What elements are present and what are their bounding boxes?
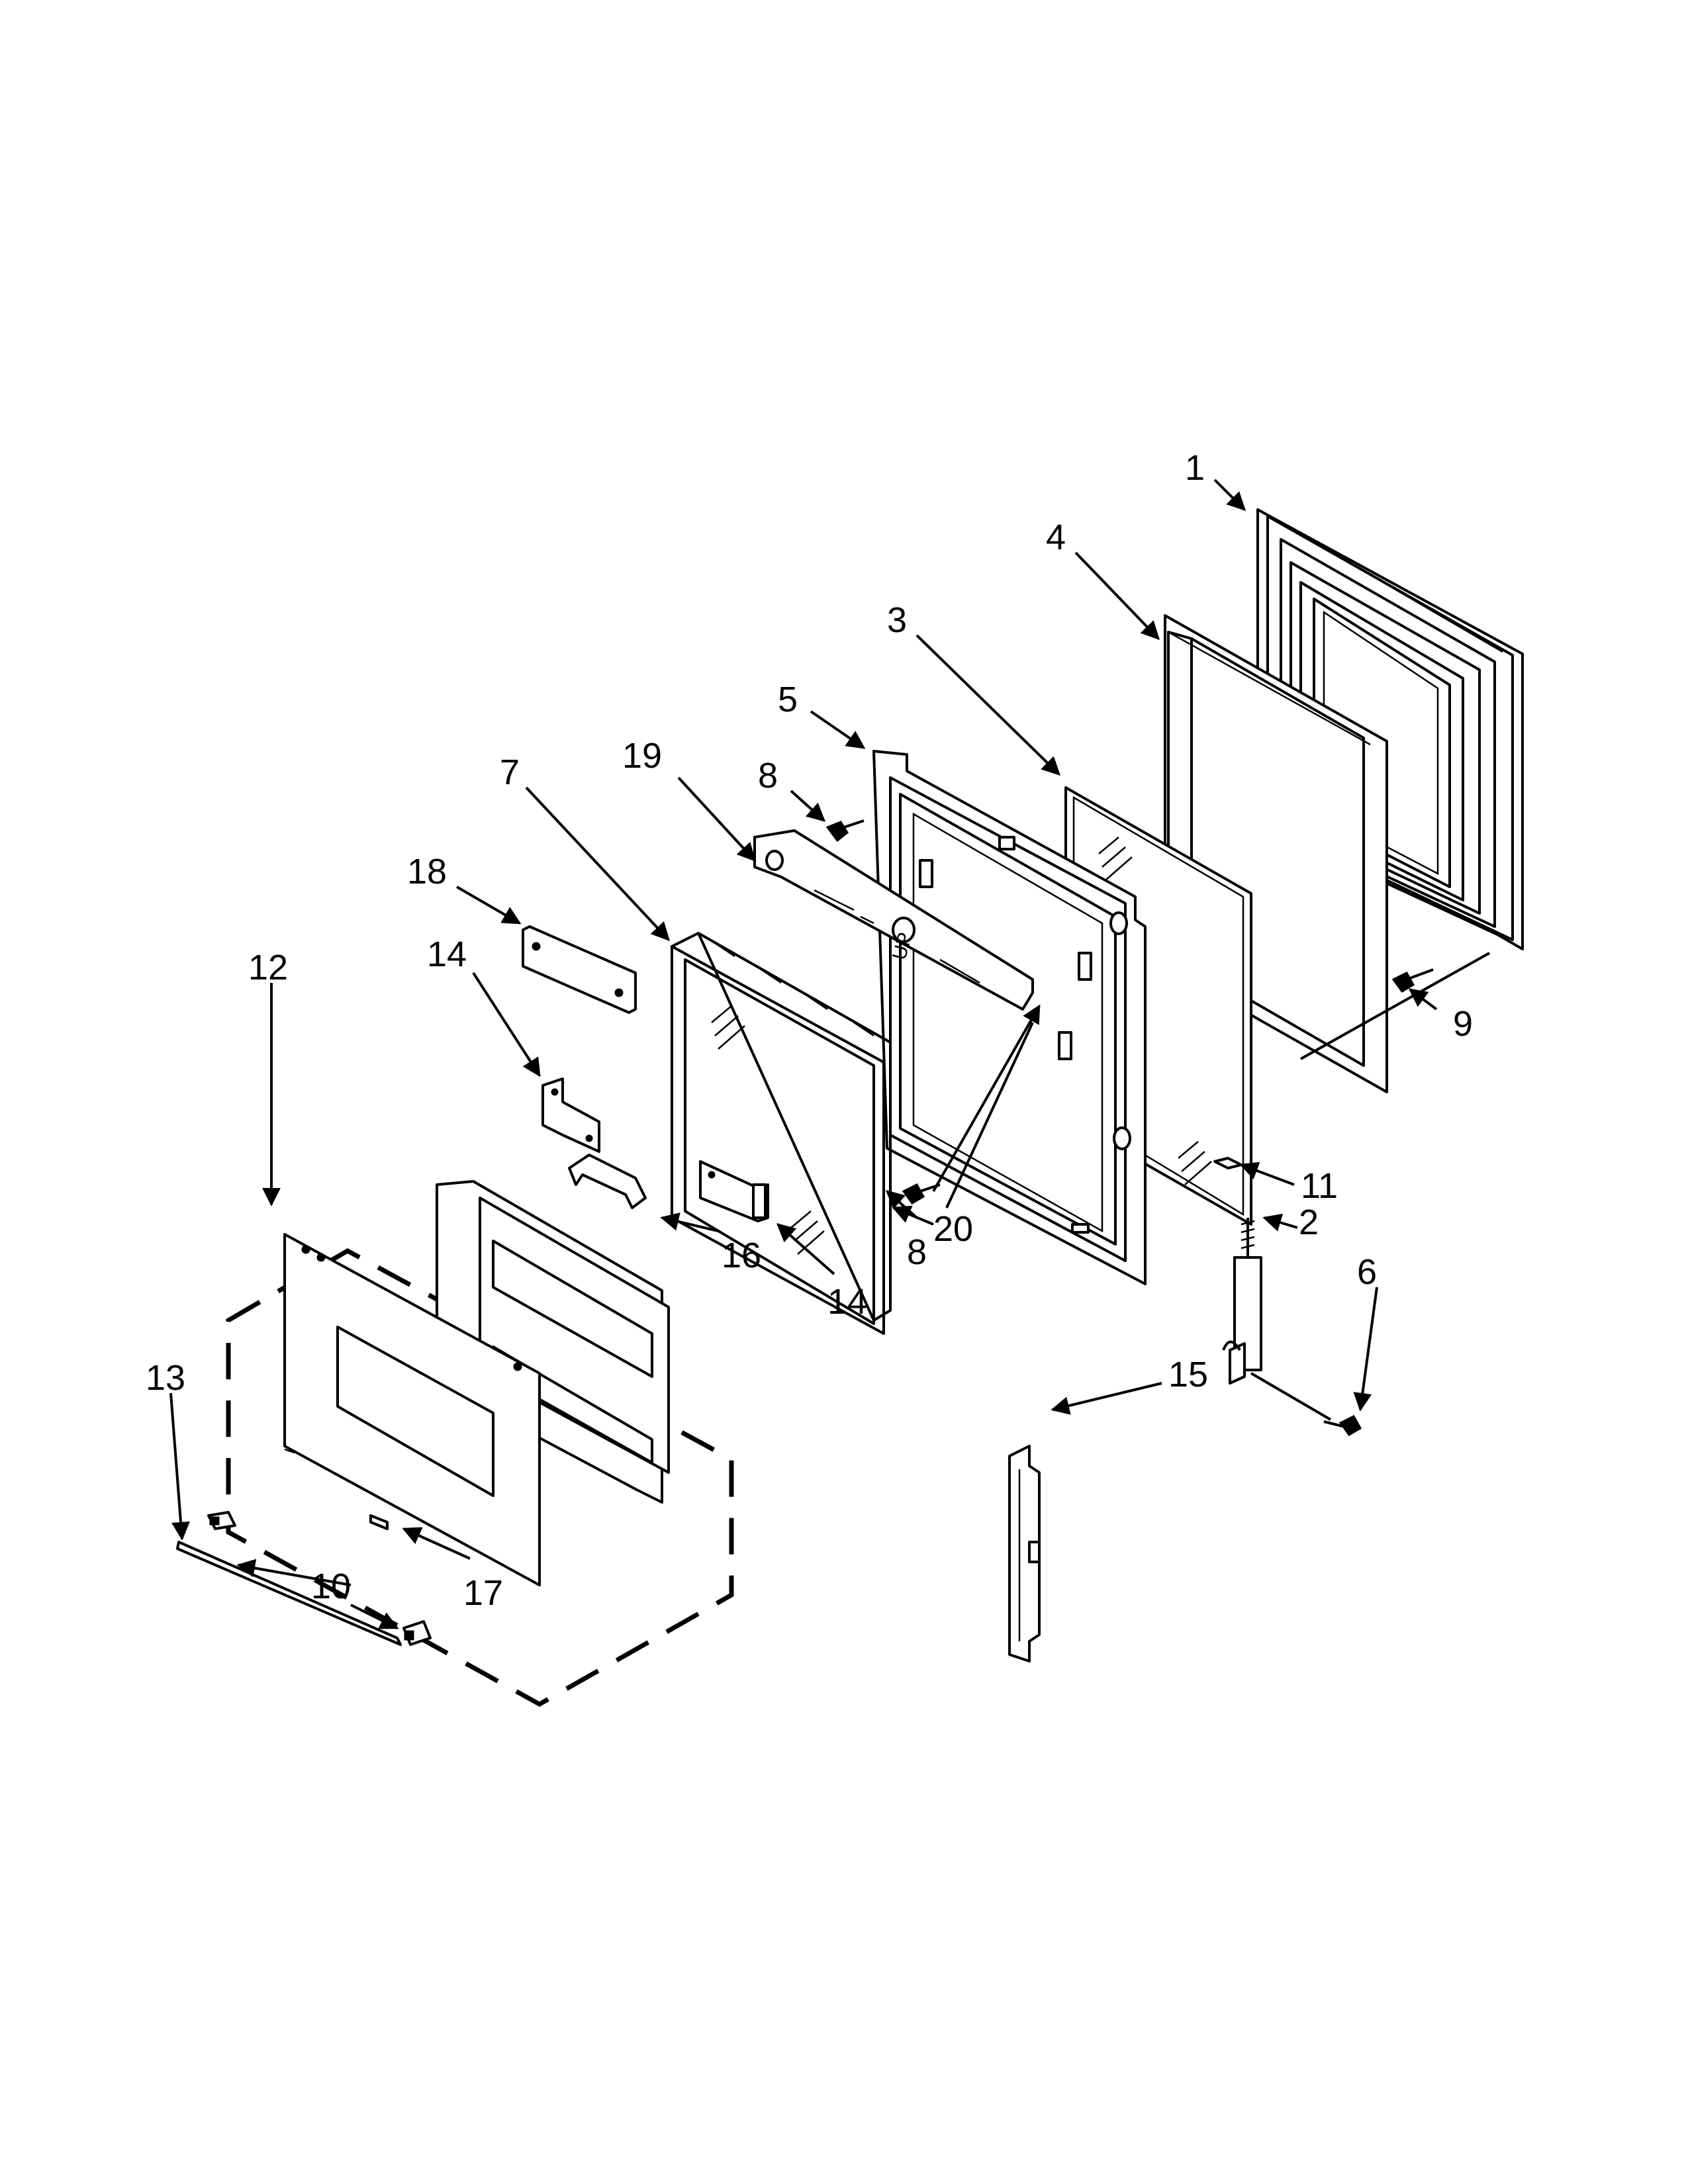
callout-2: 2 bbox=[1299, 1203, 1319, 1242]
door-rail bbox=[1008, 1445, 1041, 1662]
hinge-receiver-upper bbox=[541, 1077, 600, 1153]
hinge bbox=[1222, 1218, 1262, 1385]
screw-upper bbox=[825, 819, 865, 842]
callout-1: 1 bbox=[1185, 448, 1205, 488]
callout-6: 6 bbox=[1357, 1252, 1377, 1292]
callout-8-lower: 8 bbox=[907, 1232, 927, 1272]
callout-5: 5 bbox=[778, 680, 798, 719]
door-inner-panel bbox=[872, 750, 1147, 1285]
callout-12: 12 bbox=[248, 948, 288, 987]
door-handle bbox=[176, 1541, 402, 1646]
callout-14-lower: 14 bbox=[827, 1282, 867, 1322]
callout-16: 16 bbox=[722, 1236, 761, 1275]
callout-10: 10 bbox=[311, 1567, 351, 1606]
outer-door-panel bbox=[283, 1233, 541, 1586]
handle-cap-right bbox=[402, 1620, 432, 1646]
screw-6 bbox=[1323, 1415, 1362, 1436]
callout-3: 3 bbox=[887, 600, 907, 640]
callout-17: 17 bbox=[463, 1573, 503, 1613]
callout-8-upper: 8 bbox=[758, 756, 778, 796]
bracket-18 bbox=[522, 925, 637, 1014]
callout-19: 19 bbox=[622, 736, 662, 776]
callout-7: 7 bbox=[500, 752, 520, 792]
callout-4: 4 bbox=[1046, 518, 1066, 557]
hinge-receiver-lower bbox=[699, 1160, 769, 1222]
screw-9 bbox=[1391, 968, 1434, 993]
callout-18: 18 bbox=[407, 852, 447, 891]
callout-14-upper: 14 bbox=[427, 934, 467, 974]
window-glass bbox=[671, 945, 885, 1335]
leader-lines bbox=[169, 478, 1490, 1629]
handle-bracket bbox=[568, 1154, 647, 1209]
callout-13: 13 bbox=[146, 1358, 185, 1398]
heat-shield: UP bbox=[753, 829, 1034, 1011]
callout-20: 20 bbox=[933, 1209, 973, 1249]
callout-labels: 1 2 3 4 5 6 7 8 8 9 10 11 12 13 14 14 15… bbox=[146, 448, 1473, 1613]
handle-cap-left bbox=[207, 1511, 236, 1530]
outer-door-assembly bbox=[226, 1248, 734, 1707]
callout-11: 11 bbox=[1301, 1166, 1338, 1206]
callout-15: 15 bbox=[1168, 1355, 1208, 1394]
glass-pack bbox=[671, 932, 892, 1322]
callout-9: 9 bbox=[1453, 1004, 1473, 1044]
